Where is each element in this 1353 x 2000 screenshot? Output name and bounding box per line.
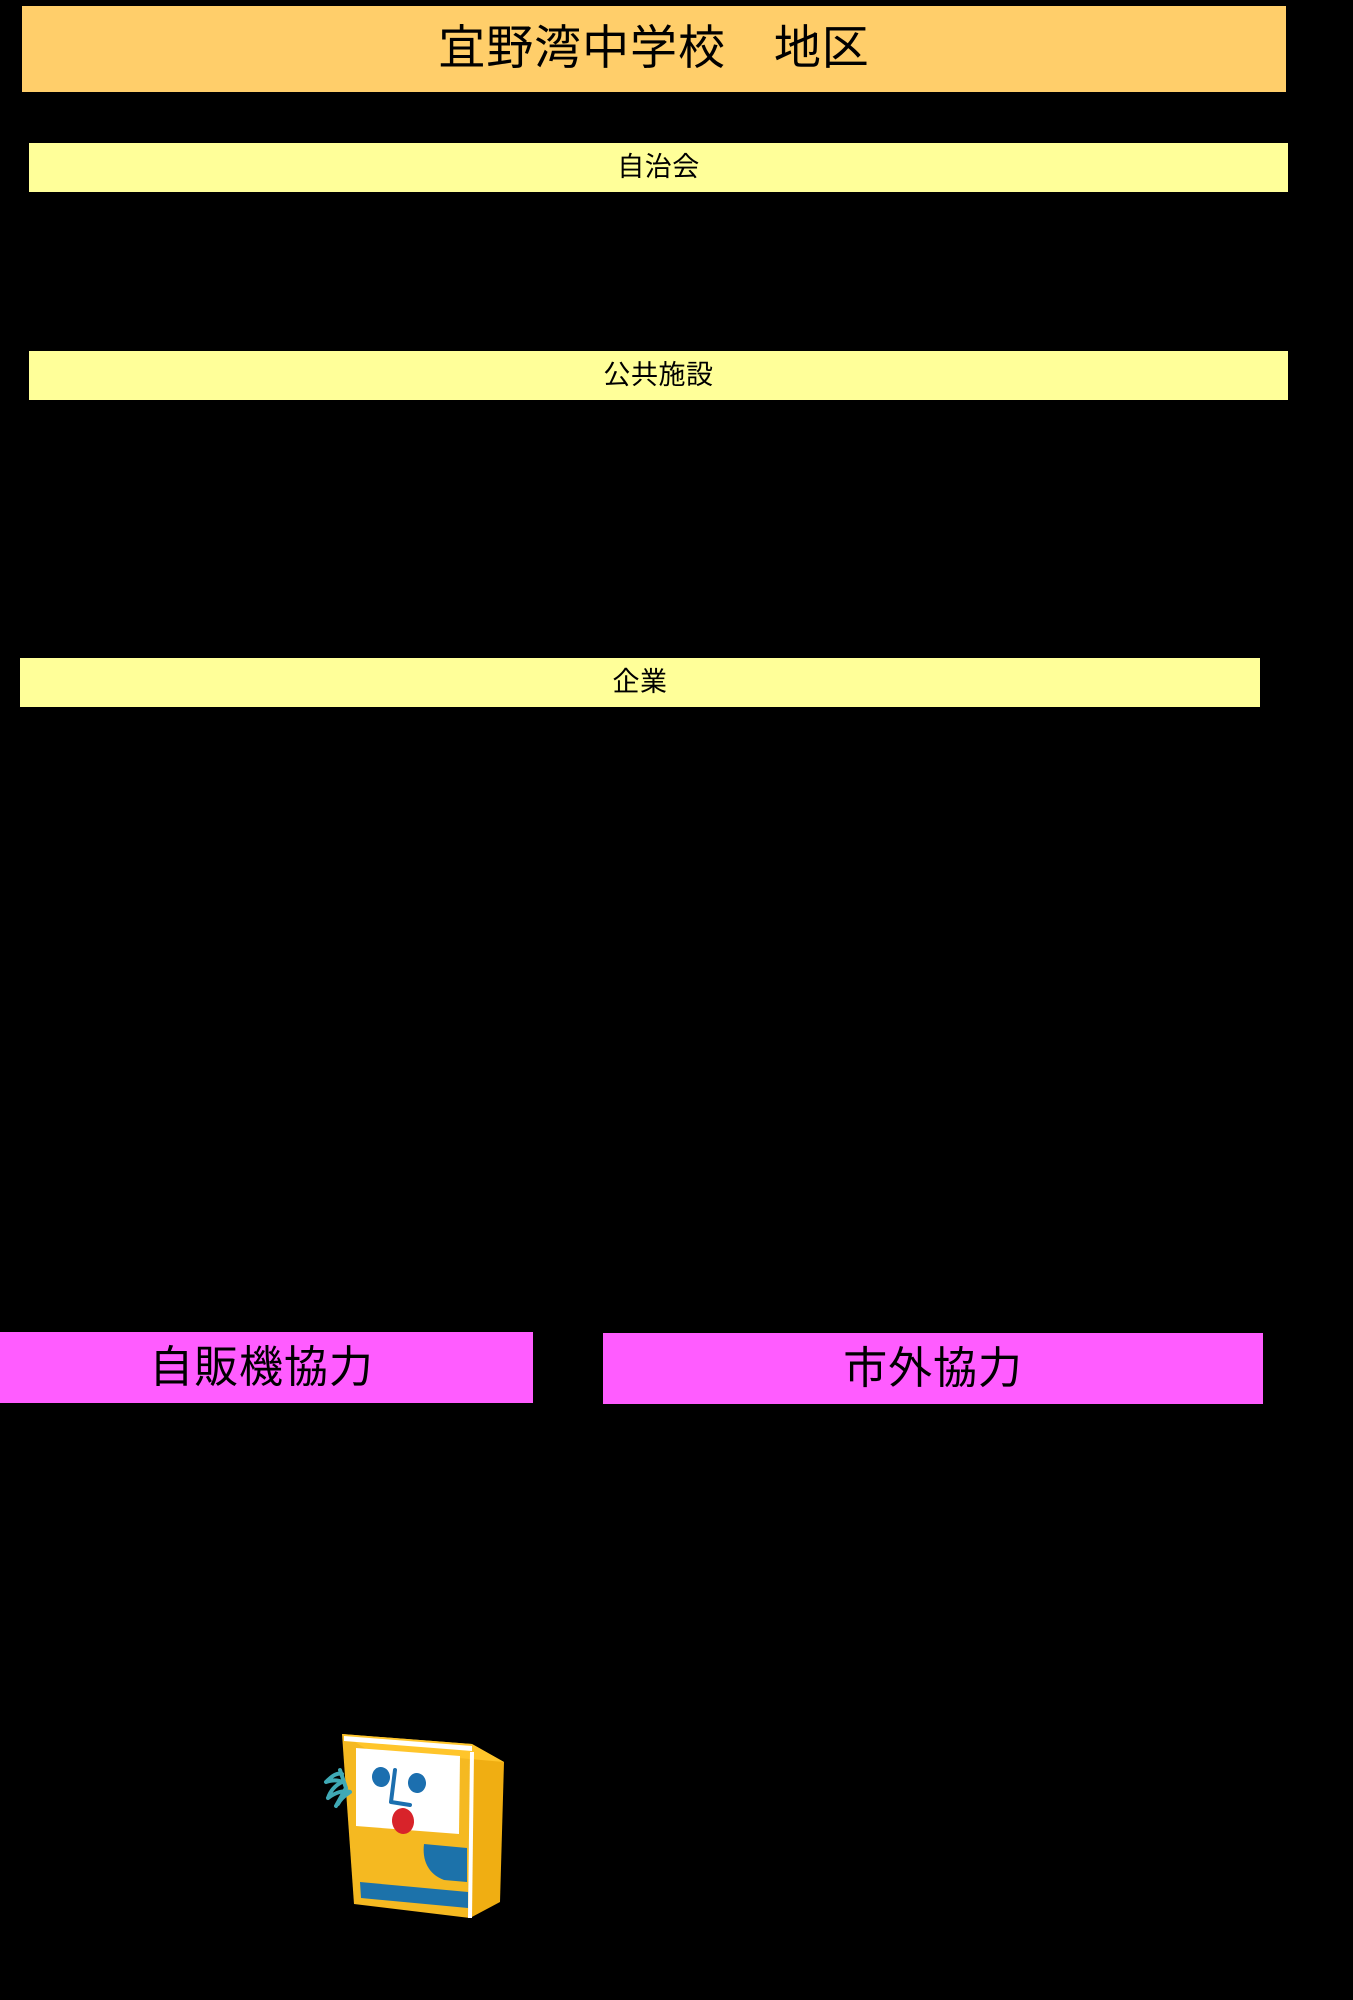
section-band-company: 企業 (20, 658, 1260, 707)
section-label-company: 企業 (612, 667, 668, 697)
mascot-left-eye (371, 1767, 391, 1787)
page-title-band: 宜野湾中学校 地区 (22, 6, 1286, 92)
partner-band-outside-city: 市外協力 (603, 1333, 1263, 1404)
section-label-jichikai: 自治会 (617, 152, 700, 182)
vending-machine-mascot (320, 1722, 520, 1932)
mascot-nose (389, 1768, 412, 1807)
partner-label-vending-machine: 自販機協力 (149, 1342, 374, 1392)
mascot-side-panel (470, 1744, 504, 1918)
mascot-bottom-tray (360, 1882, 468, 1908)
mascot-edge-highlight (468, 1752, 474, 1918)
mascot-waving-arm (324, 1771, 352, 1806)
page-title: 宜野湾中学校 地区 (438, 20, 870, 74)
mascot-right-eye (407, 1773, 427, 1793)
vending-machine-mascot-icon (324, 1734, 504, 1918)
mascot-pickup-flap (423, 1844, 467, 1882)
mascot-top-highlight (344, 1736, 472, 1751)
partner-label-outside-city: 市外協力 (843, 1343, 1023, 1393)
section-label-public-facility: 公共施設 (603, 360, 714, 390)
section-band-jichikai: 自治会 (29, 143, 1288, 192)
section-band-public-facility: 公共施設 (29, 351, 1288, 400)
partner-band-vending-machine: 自販機協力 (0, 1332, 533, 1403)
mascot-mouth (391, 1808, 415, 1834)
mascot-arm-accent (334, 1768, 348, 1808)
